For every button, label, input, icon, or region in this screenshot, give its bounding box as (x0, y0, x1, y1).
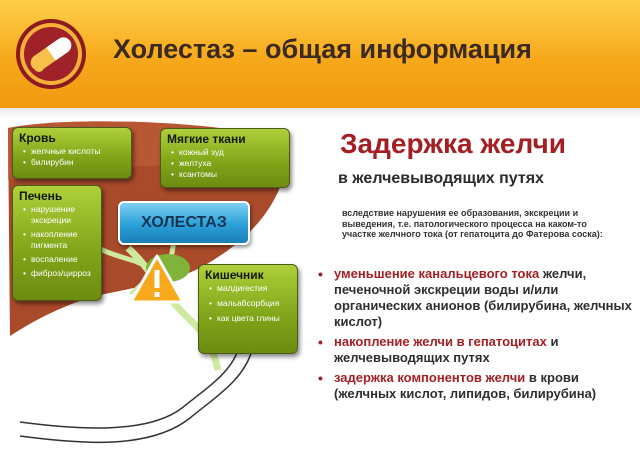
medicine-capsule-icon (16, 19, 86, 89)
definition-note: вследствие нарушения ее образования, экс… (342, 208, 603, 239)
warning-triangle-icon (129, 254, 185, 304)
soft-tissue-item: желтуха (171, 158, 285, 169)
header-divider (0, 108, 640, 118)
intestine-title: Кишечник (205, 268, 264, 282)
page-title: Холестаз – общая информация (113, 34, 532, 64)
soft-tissue-item: ксантомы (171, 169, 285, 180)
key-point-highlight: накопление желчи в гепатоцитах (334, 334, 547, 349)
intestine-item: как цвета глины (209, 313, 293, 324)
blood-item: желчные кислоты (23, 146, 127, 157)
blood-box: Кровь желчные кислоты билирубин (12, 127, 132, 179)
key-point: задержка компонентов желчи в крови (желч… (314, 370, 632, 402)
key-point-text: в крови (желчных кислот, липидов, билиру… (334, 370, 597, 401)
liver-item: воспаление (23, 254, 97, 265)
intestine-box: Кишечник малдигестия мальабсорбция как ц… (198, 264, 298, 354)
header-bar: Холестаз – общая информация (0, 0, 640, 108)
key-point: уменьшение канальцевого тока желчи, пече… (314, 266, 632, 330)
liver-box: Печень нарушение экскреции накопление пи… (12, 185, 102, 301)
blood-item: билирубин (23, 157, 127, 168)
intestine-item: малдигестия (209, 283, 293, 294)
key-point-highlight: уменьшение канальцевого тока (334, 266, 540, 281)
intestine-item: мальабсорбция (209, 298, 293, 309)
key-point-text: желчи, печеночной экскреции воды и/или о… (334, 266, 632, 329)
key-point: накопление желчи в гепатоцитах и желчевы… (314, 334, 632, 366)
liver-item: фиброз/цирроз (23, 268, 97, 279)
liver-item: накопление пигмента (23, 229, 97, 251)
soft-tissue-box: Мягкие ткани кожный зуд желтуха ксантомы (160, 128, 290, 188)
blood-title: Кровь (19, 131, 56, 145)
key-points-list: уменьшение канальцевого тока желчи, пече… (314, 266, 632, 406)
cholestasis-badge: ХОЛЕСТАЗ (118, 201, 250, 245)
key-point-highlight: задержка компонентов желчи (334, 370, 526, 385)
key-point-text: и желчевыводящих путях (334, 334, 559, 365)
section-subtitle: в желчевыводящих путях (338, 170, 544, 187)
soft-tissue-item: кожный зуд (171, 147, 285, 158)
liver-item: нарушение экскреции (23, 204, 97, 226)
liver-title: Печень (19, 189, 63, 203)
soft-tissue-title: Мягкие ткани (167, 132, 246, 146)
section-title: Задержка желчи (340, 128, 567, 159)
